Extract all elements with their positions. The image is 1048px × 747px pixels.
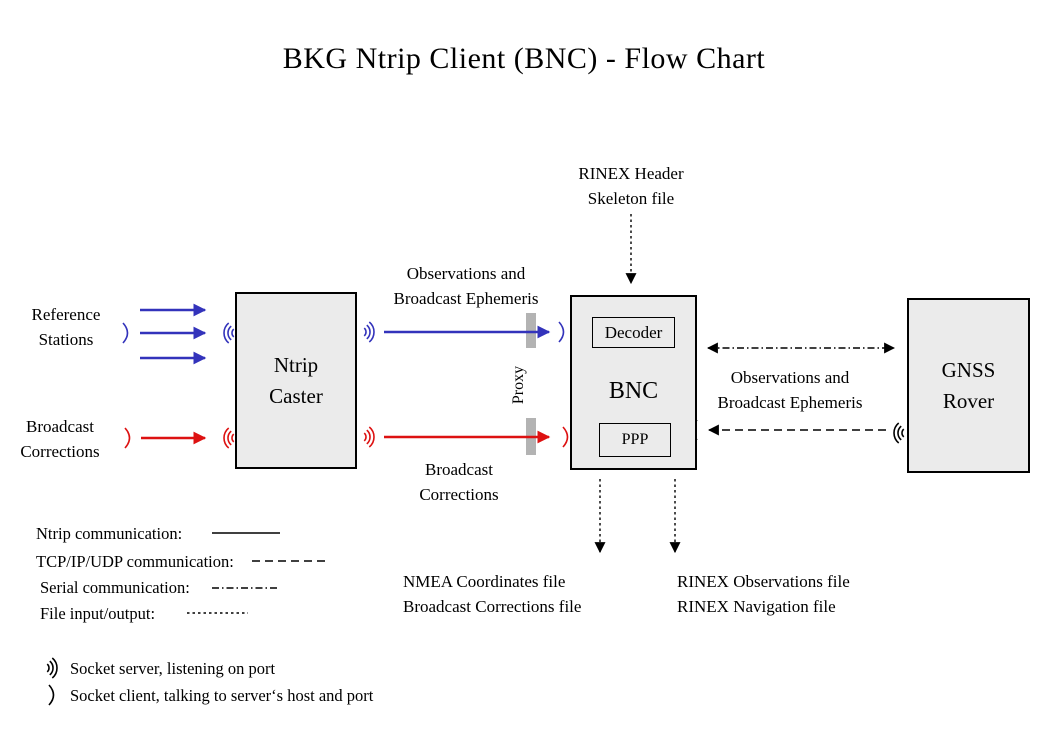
node-ntrip-caster: Ntrip Caster [235, 292, 357, 469]
legend-ntrip-label: Ntrip communication: [36, 524, 183, 543]
observations-right-label: Observations and Broadcast Ephemeris [717, 368, 863, 412]
node-ppp: PPP [599, 423, 671, 457]
socket-server-icon-rover [893, 422, 905, 444]
observations-top-label: Observations and Broadcast Ephemeris [393, 264, 539, 308]
proxy-bar-bottom [526, 418, 536, 455]
proxy-bar-top [526, 313, 536, 348]
socket-server-icon-caster-obs-in [223, 322, 235, 344]
socket-client-icon-bnc-obs [558, 321, 565, 343]
rinex-output-files-label: RINEX Observations file RINEX Navigation… [677, 572, 850, 616]
proxy-label: Proxy [510, 365, 527, 405]
broadcast-corrections-mid-label: Broadcast Corrections [419, 460, 499, 504]
bnc-label: BNC [608, 378, 659, 404]
page-title: BKG Ntrip Client (BNC) - Flow Chart [282, 42, 766, 75]
legend-file-label: File input/output: [40, 604, 156, 623]
node-decoder: Decoder [592, 317, 675, 348]
legend-socket-client-label: Socket client, talking to server‘s host … [70, 686, 374, 705]
socket-server-icon-caster-obs-out [363, 321, 375, 343]
legend-tcp-label: TCP/IP/UDP communication: [36, 552, 234, 571]
legend-socket-client-icon [48, 684, 55, 706]
socket-server-icon-caster-corr-out [363, 426, 375, 448]
reference-stations-label: Reference Stations [31, 305, 101, 349]
rinex-header-skeleton-label: RINEX Header Skeleton file [578, 164, 684, 208]
gnss-rover-label: GNSS Rover [941, 357, 996, 413]
socket-client-icon-corrections [124, 427, 131, 449]
legend-socket-server-label: Socket server, listening on port [70, 659, 276, 678]
nmea-output-files-label: NMEA Coordinates file Broadcast Correcti… [403, 572, 582, 616]
socket-client-icon-bnc-corr [562, 426, 569, 448]
ntrip-caster-label: Ntrip Caster [269, 352, 323, 408]
legend-socket-server-icon [46, 657, 58, 679]
ppp-label: PPP [621, 431, 649, 448]
node-gnss-rover: GNSS Rover [907, 298, 1030, 473]
broadcast-corrections-left-label: Broadcast Corrections [20, 417, 100, 461]
decoder-label: Decoder [604, 322, 663, 342]
legend-serial-label: Serial communication: [40, 578, 190, 597]
socket-server-icon-caster-corr-in [223, 427, 235, 449]
